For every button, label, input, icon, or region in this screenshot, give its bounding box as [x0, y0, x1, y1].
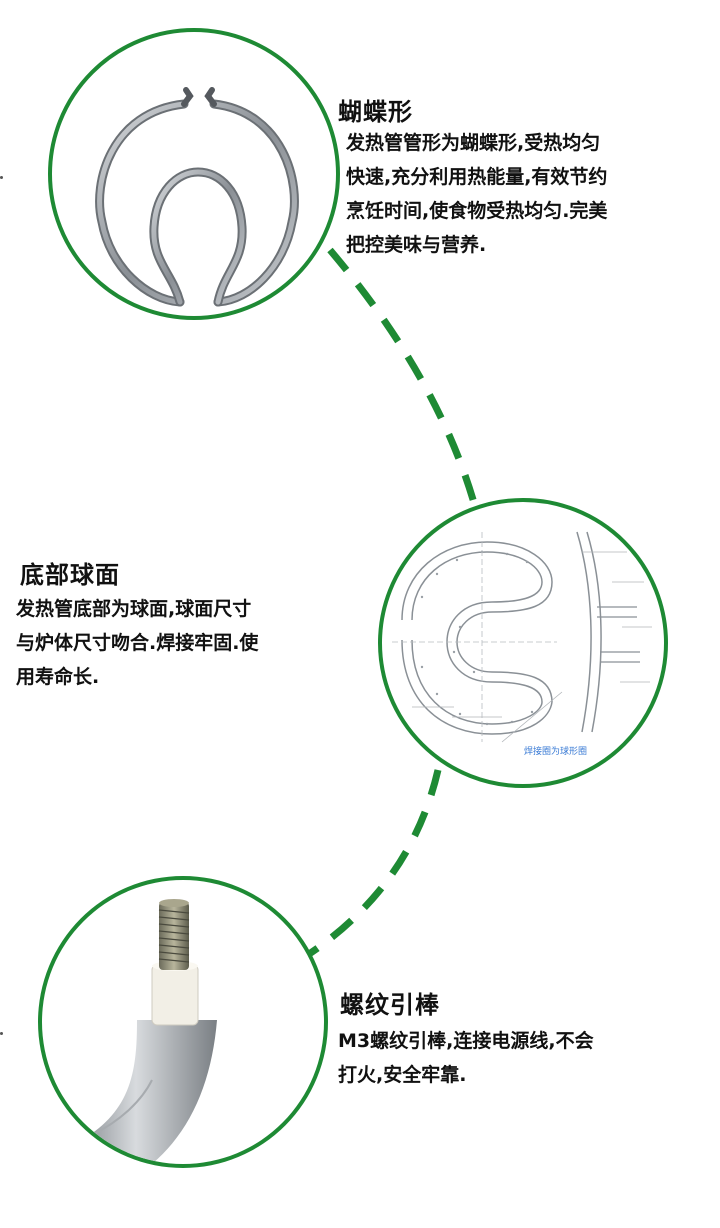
butterfly-tube-photo [48, 28, 340, 320]
section-title-threaded-rod: 螺纹引棒 [340, 991, 440, 1019]
desc-line: 把控美味与营养. [346, 234, 487, 256]
section-desc-butterfly: 发热管管形为蝴蝶形,受热均匀 快速,充分利用热能量,有效节约 烹饪时间,使食物受… [346, 126, 716, 262]
drawing-caption: 焊接圈为球形圈 [524, 745, 587, 757]
edge-mark [0, 1032, 3, 1035]
desc-line: 发热管管形为蝴蝶形,受热均匀 [346, 132, 601, 154]
desc-line: 发热管底部为球面,球面尺寸 [16, 598, 252, 620]
desc-line: 快速,充分利用热能量,有效节约 [346, 166, 608, 188]
section-title-butterfly: 蝴蝶形 [338, 98, 413, 126]
desc-line: 烹饪时间,使食物受热均匀.完美 [346, 200, 608, 222]
technical-drawing-photo: 焊接圈为球形圈 [378, 498, 668, 788]
desc-line: M3螺纹引棒,连接电源线,不会 [338, 1030, 594, 1052]
section-desc-spherical: 发热管底部为球面,球面尺寸 与炉体尺寸吻合.焊接牢固.使 用寿命长. [16, 592, 356, 694]
threaded-rod-photo [38, 876, 328, 1168]
desc-line: 与炉体尺寸吻合.焊接牢固.使 [16, 632, 259, 654]
section-desc-threaded-rod: M3螺纹引棒,连接电源线,不会 打火,安全牢靠. [338, 1024, 708, 1092]
section-title-spherical: 底部球面 [20, 561, 120, 589]
desc-line: 打火,安全牢靠. [338, 1064, 467, 1086]
edge-mark [0, 176, 3, 179]
desc-line: 用寿命长. [16, 666, 100, 688]
